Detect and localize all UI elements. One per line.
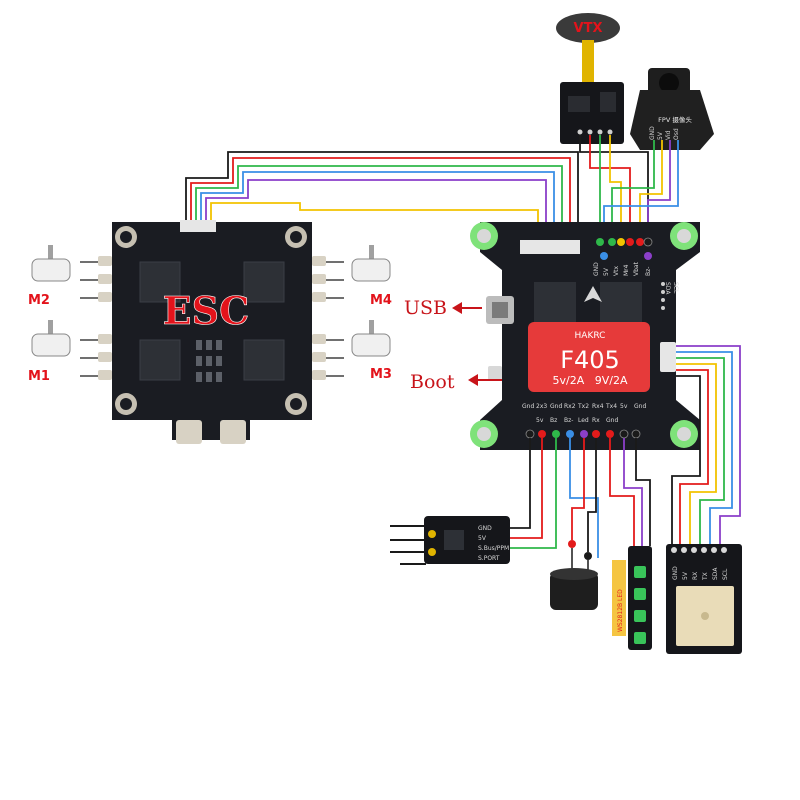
fc-top-pin-labels: GND 5V Vtx Mr4 Vbat Bz-: [593, 261, 652, 276]
svg-text:Tx2: Tx2: [577, 403, 589, 410]
fc-bottom-wires: [508, 438, 651, 558]
svg-text:RX: RX: [692, 572, 699, 580]
fc-model: F405: [560, 346, 620, 374]
led-strip: WS2812B LED: [612, 546, 652, 650]
svg-text:SDA: SDA: [664, 282, 671, 295]
svg-text:Led: Led: [578, 417, 589, 424]
motor-wires: [80, 261, 344, 377]
svg-text:Vid: Vid: [665, 130, 672, 140]
gps-module: GND 5V RX TX SDA SCL: [666, 544, 742, 654]
svg-text:SCL: SCL: [672, 282, 679, 294]
vtx-antenna-shaft: [582, 40, 594, 85]
svg-text:5V: 5V: [603, 267, 610, 276]
vtx-module: VTX: [556, 13, 624, 144]
vtx-camera-wires: [579, 135, 679, 236]
svg-text:Rx4: Rx4: [592, 403, 604, 410]
usb-callout: USB: [404, 297, 482, 319]
svg-text:S.Bus/PPM: S.Bus/PPM: [478, 545, 509, 552]
receiver: GND 5V S.Bus/PPM S.PORT: [390, 516, 510, 565]
gps-pin-labels: GND 5V RX TX SDA SCL: [672, 566, 729, 581]
esc-motor-pads: [98, 256, 326, 380]
vtx-antenna-cap: [556, 13, 620, 43]
receiver-board: [424, 516, 510, 564]
esc-board: ESC: [98, 220, 326, 444]
svg-text:Bz: Bz: [550, 417, 557, 424]
svg-text:Rx2: Rx2: [564, 403, 576, 410]
esc-fc-harness: [185, 151, 579, 250]
svg-text:SDA: SDA: [712, 567, 719, 580]
svg-text:2x3: 2x3: [536, 403, 547, 410]
fc-bottom-pads: [525, 429, 641, 439]
fc-direction-arrow: [584, 286, 602, 302]
svg-text:Tx4: Tx4: [605, 403, 617, 410]
usb-label: USB: [404, 297, 447, 319]
boot-label: Boot: [410, 371, 455, 393]
buzzer-body: [550, 572, 598, 610]
svg-text:Vbat: Vbat: [633, 261, 640, 276]
svg-text:GND: GND: [672, 566, 679, 580]
fc-red-label: [528, 322, 650, 392]
flight-controller: GND 5V Vtx Mr4 Vbat Bz- HAKRC F405 5v/2A…: [470, 222, 700, 450]
fc-boot-button: [488, 366, 502, 380]
svg-text:Bz-: Bz-: [645, 267, 652, 276]
svg-text:5v: 5v: [536, 417, 544, 424]
fc-brand: HAKRC: [575, 331, 606, 341]
fc-bottom-pin-labels: Gnd 2x3 Gnd Rx2 Tx2 Rx4 Tx4 5v Gnd 5v Bz…: [522, 403, 646, 424]
buzzer: [550, 540, 598, 610]
fc-right-pads: SDA SCL: [660, 282, 679, 372]
led-strip-label: WS2812B LED: [617, 589, 624, 632]
svg-text:5v: 5v: [620, 403, 628, 410]
motor-m1: M1: [28, 320, 71, 384]
esc-connector: [180, 220, 216, 232]
vtx-board: [560, 82, 624, 144]
svg-text:Gnd: Gnd: [550, 403, 562, 410]
svg-text:M4: M4: [370, 293, 392, 308]
svg-text:M1: M1: [28, 369, 50, 384]
svg-text:GND: GND: [649, 126, 656, 140]
svg-text:GND: GND: [593, 262, 600, 276]
boot-callout: Boot: [410, 371, 502, 393]
motor-m4: M4: [351, 245, 392, 308]
esc-battery-pads: [176, 420, 246, 444]
receiver-pin-labels: GND 5V S.Bus/PPM S.PORT: [478, 525, 509, 562]
camera-label: FPV 摄像头: [658, 115, 692, 124]
vtx-label: VTX: [574, 21, 603, 36]
svg-text:Gnd: Gnd: [522, 403, 534, 410]
svg-text:Gnd: Gnd: [634, 403, 646, 410]
svg-text:Vtx: Vtx: [613, 266, 620, 276]
svg-text:Bz-: Bz-: [564, 417, 573, 424]
svg-text:Mr4: Mr4: [623, 264, 630, 276]
svg-text:Osd: Osd: [673, 128, 680, 140]
fc-top-pads: [596, 237, 653, 260]
svg-text:TX: TX: [702, 572, 709, 581]
svg-text:S.PORT: S.PORT: [478, 555, 500, 562]
svg-text:M3: M3: [370, 367, 392, 382]
gps-pads: [671, 547, 727, 553]
svg-text:5V: 5V: [657, 131, 664, 140]
motor-m3: M3: [351, 320, 392, 382]
fpv-camera: FPV 摄像头 GND 5V Vid Osd: [630, 68, 714, 150]
fc-specs: 5v/2A 9V/2A: [553, 374, 628, 387]
svg-text:SCL: SCL: [722, 568, 729, 580]
camera-body: [630, 90, 714, 150]
motor-m2: M2: [28, 245, 71, 308]
svg-text:5V: 5V: [682, 571, 689, 580]
esc-label: ESC: [163, 288, 250, 333]
camera-pins: GND 5V Vid Osd: [649, 126, 680, 140]
svg-text:M2: M2: [28, 293, 50, 308]
svg-text:Gnd: Gnd: [606, 417, 618, 424]
svg-text:5V: 5V: [478, 535, 487, 542]
svg-text:Rx: Rx: [592, 417, 600, 424]
fc-gps-wires: [671, 345, 741, 546]
fc-esc-connector: [520, 240, 580, 254]
svg-text:GND: GND: [478, 525, 492, 532]
